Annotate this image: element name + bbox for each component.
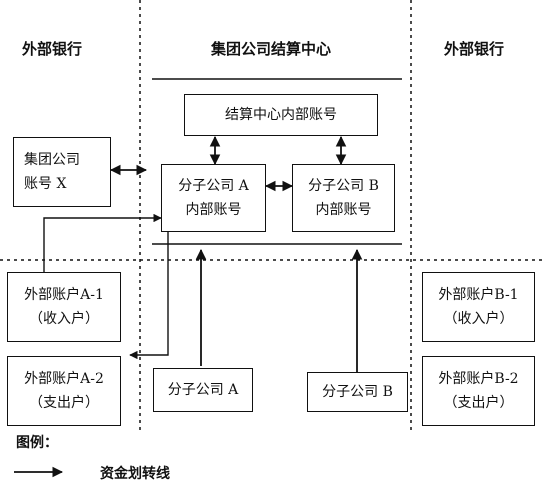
arrow-sub-a-to-ext-a2 [129,232,169,360]
group-account-box: 集团公司 账号 X [13,137,111,207]
column-title-center: 集团公司结算中心 [211,40,332,58]
column-title-right: 外部银行 [444,40,505,58]
external-account-b2-box: 外部账户B-2 （支出户） [422,356,535,426]
legend-title: 图例： [16,435,58,451]
settlement-center-account-box: 结算中心内部账号 [184,94,378,136]
sub-b-internal-account-box: 分子公司 B 内部账号 [292,164,395,232]
sub-company-a-box: 分子公司 A [153,368,253,412]
legend-arrow-label: 资金划转线 [100,466,170,482]
column-title-left: 外部银行 [22,40,83,58]
external-account-a1-box: 外部账户A-1 （收入户） [7,272,121,342]
sub-company-b-box: 分子公司 B [307,372,408,412]
arrow-ext-a1-to-sub-a [43,213,162,272]
sub-a-internal-account-box: 分子公司 A 内部账号 [161,164,266,232]
external-account-b1-box: 外部账户B-1 （收入户） [422,272,535,342]
external-account-a2-box: 外部账户A-2 （支出户） [7,356,121,426]
